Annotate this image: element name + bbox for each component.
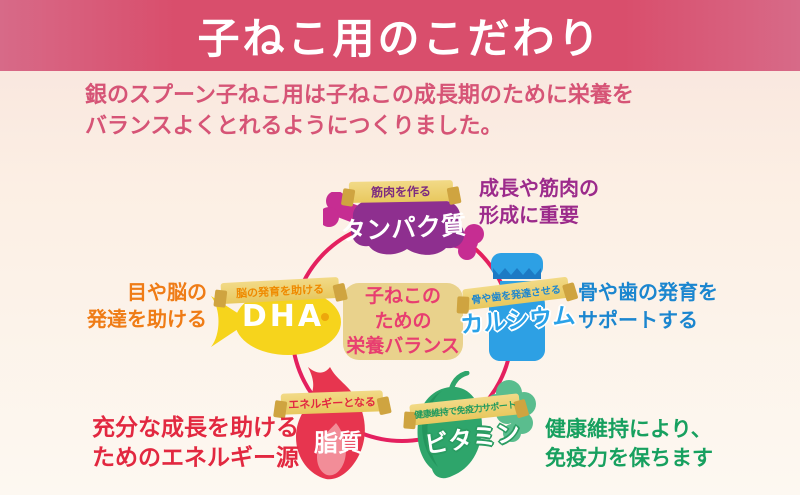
dha-ribbon-text: 脳の発育を助ける (235, 282, 325, 300)
center-badge-line-2: ための (374, 310, 432, 332)
vitamin-note: 健康維持により、 免疫力を保ちます (545, 417, 713, 470)
title-banner: 子ねこ用のこだわり (0, 0, 800, 71)
protein-ribbon: 筋肉を作る (348, 180, 454, 203)
fish-icon (211, 289, 341, 355)
page-title: 子ねこ用のこだわり (197, 14, 603, 63)
dha-label: DHA (241, 299, 325, 334)
protein-label: タンパク質 (340, 210, 467, 247)
fat-ribbon-text: エネルギーとなる (287, 394, 377, 412)
calcium-note: 骨や歯の発育を サポートする (578, 280, 718, 332)
intro-line-2: バランスよくとれるようにつくりました。 (85, 114, 503, 139)
dha-note: 目や脳の 発達を助ける (87, 280, 207, 331)
center-badge-line-3: 栄養バランス (346, 335, 460, 357)
center-badge: 子ねこの ための 栄養バランス (343, 283, 463, 360)
fat-ribbon: エネルギーとなる (280, 390, 384, 415)
fat-label: 脂質 (314, 429, 362, 457)
protein-ribbon-text: 筋肉を作る (370, 184, 432, 200)
meat-on-bone-icon (323, 192, 484, 260)
intro-text: 銀のスプーン子ねこ用は子ねこの成長期のために栄養を バランスよくとれるようにつく… (85, 80, 634, 142)
intro-line-1: 銀のスプーン子ねこ用は子ねこの成長期のために栄養を (85, 83, 634, 108)
center-badge-line-1: 子ねこの (364, 285, 441, 307)
protein-note: 成長や筋肉の 形成に重要 (479, 176, 599, 227)
fat-note: 充分な成長を助ける ためのエネルギー源 (92, 415, 299, 471)
